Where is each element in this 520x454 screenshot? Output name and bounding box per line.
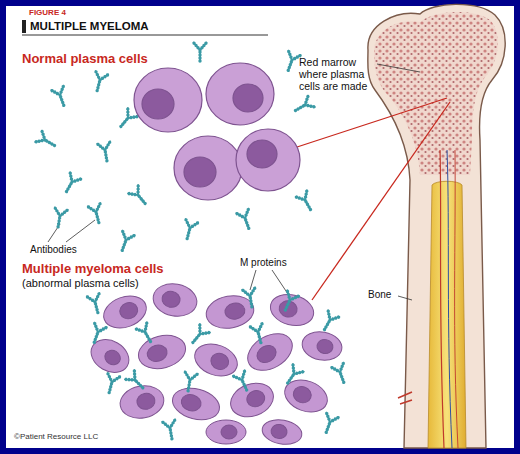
antibody <box>35 130 58 152</box>
cell-nucleus <box>233 84 263 112</box>
antibody <box>282 363 304 387</box>
section-heading: Normal plasma cells <box>22 52 148 67</box>
antibody <box>236 208 256 231</box>
antibody <box>162 419 179 440</box>
antibody <box>88 322 108 345</box>
antibody <box>86 292 104 314</box>
part-label: Red marrow where plasma cells are made <box>299 56 375 92</box>
antibody <box>127 184 150 208</box>
antibody <box>124 369 147 392</box>
title-bar <box>22 20 26 33</box>
pointer-line <box>312 102 450 300</box>
antibody <box>279 290 300 313</box>
antibody <box>135 322 157 345</box>
antibody <box>116 230 136 253</box>
normal-cells <box>134 63 300 200</box>
part-label: M proteins <box>240 257 287 269</box>
cell-nucleus <box>142 89 174 119</box>
plasma-cell <box>174 136 242 200</box>
antibody <box>292 95 315 117</box>
section-subheading: (abnormal plasma cells) <box>22 277 139 290</box>
part-label: Antibodies <box>30 244 77 256</box>
figure-title: MULTIPLE MYELOMA <box>30 20 149 33</box>
plasma-cell <box>134 68 202 132</box>
figure-number: FIGURE 4 <box>29 8 66 17</box>
antibody <box>181 371 198 392</box>
antibody <box>87 202 105 224</box>
antibody <box>282 50 302 73</box>
antibody <box>97 141 114 162</box>
antibodies <box>35 42 317 253</box>
antibody <box>295 190 317 213</box>
antibody <box>180 218 198 240</box>
antibody <box>90 70 108 92</box>
antibody <box>249 322 267 344</box>
section-heading: Multiple myeloma cells <box>22 262 164 277</box>
antibody <box>116 107 139 131</box>
antibody <box>242 287 259 308</box>
cell-nucleus <box>247 140 277 168</box>
femur <box>368 4 505 448</box>
antibody <box>232 370 253 393</box>
cell-nucleus <box>184 157 216 187</box>
antibody <box>331 362 351 385</box>
plasma-cell <box>236 129 300 191</box>
myeloma-cells <box>85 280 344 447</box>
plasma-cell <box>206 63 274 125</box>
title-rule <box>22 35 268 36</box>
antibody <box>60 172 82 195</box>
pointer-line <box>294 98 447 148</box>
copyright-note: ©Patient Resource LLC <box>14 432 98 441</box>
m-proteins <box>86 287 350 440</box>
part-label: Bone <box>368 289 391 301</box>
antibody <box>51 207 68 228</box>
antibody <box>102 372 120 394</box>
antibody <box>188 323 211 347</box>
antibody <box>318 310 340 333</box>
antibody <box>193 42 207 61</box>
antibody <box>51 85 71 108</box>
antibody <box>320 412 340 435</box>
